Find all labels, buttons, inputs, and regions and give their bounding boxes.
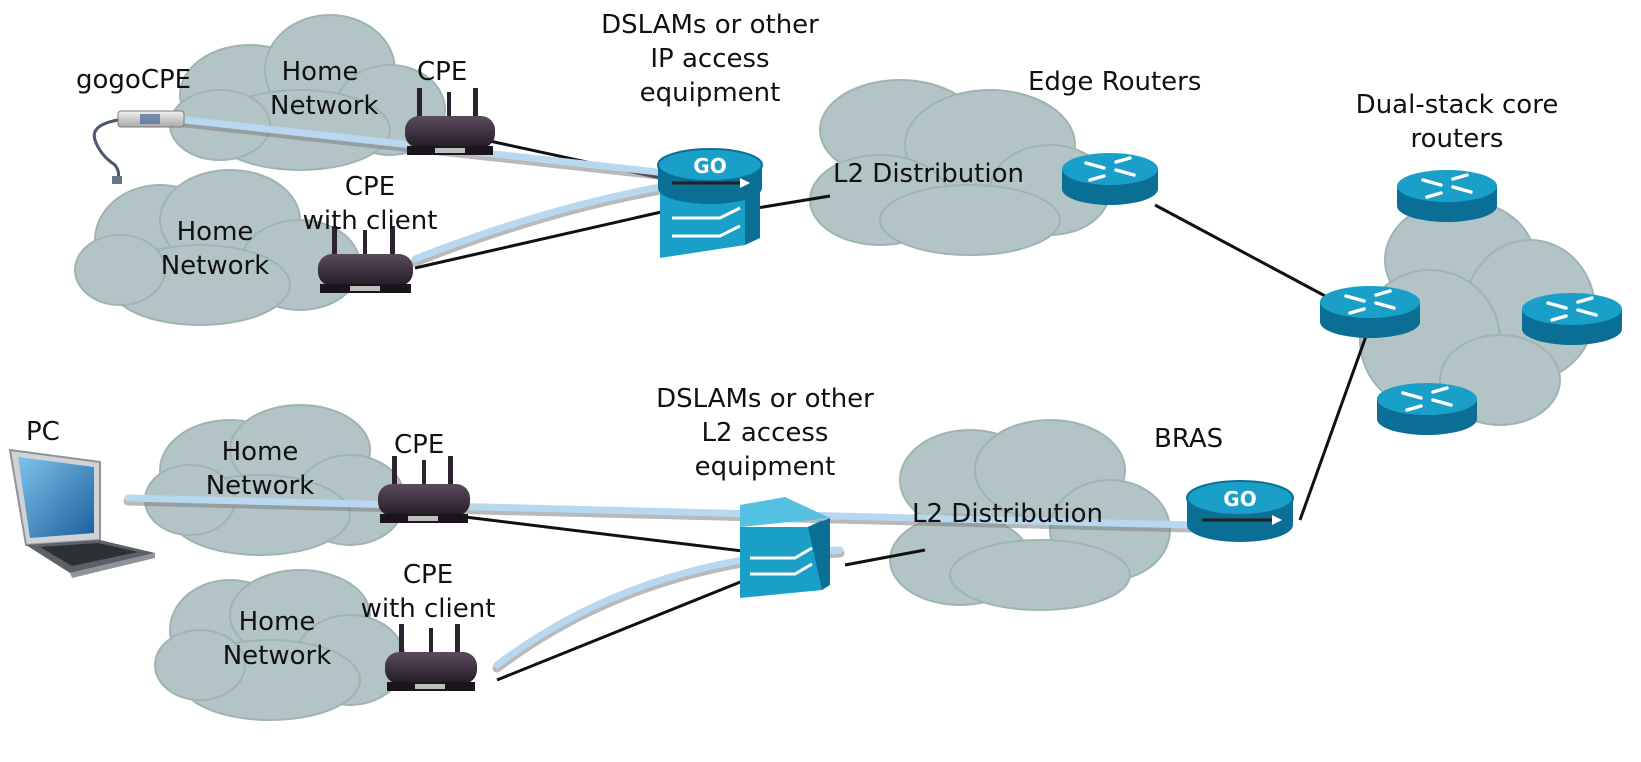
cpe-router-icon <box>378 456 470 523</box>
tunnels <box>123 116 1195 673</box>
home-network-2-label: Home Network <box>160 215 270 283</box>
dslam-l2-access-label: DSLAMs or other L2 access equipment <box>645 382 885 484</box>
home-network-4-label: Home Network <box>222 605 332 673</box>
dual-stack-core-line2: routers <box>1410 124 1504 154</box>
laptop-pc-icon <box>8 448 155 578</box>
home-network-3-label: Home Network <box>205 435 315 503</box>
gateway-go-badge-top: GO <box>693 154 726 178</box>
cpe-with-client-bottom-label: CPE with client <box>358 558 498 626</box>
core-router-icon <box>1320 286 1420 338</box>
home-network-3-line2: Network <box>205 471 315 501</box>
bras-gateway-icon <box>1186 480 1294 542</box>
home-network-2-line1: Home <box>176 217 254 247</box>
core-router-icon <box>1377 383 1477 435</box>
home-network-4-line1: Home <box>238 607 316 637</box>
home-network-4-line2: Network <box>222 641 332 671</box>
l2-distribution-top-label: L2 Distribution <box>833 159 1024 189</box>
dslam-ip-line1: DSLAMs or other <box>601 10 819 40</box>
cpe-label-top: CPE <box>417 57 468 87</box>
cpe-router-icon <box>385 624 477 691</box>
core-router-icon <box>1522 293 1622 345</box>
edge-routers-label: Edge Routers <box>1028 67 1202 97</box>
home-network-2-line2: Network <box>160 251 270 281</box>
cloud-l2-distribution-top <box>809 79 1111 256</box>
cpe-with-client-bottom-line2: with client <box>360 594 496 624</box>
dslam-l2-line3: equipment <box>694 452 836 482</box>
edge-router-icon <box>1062 153 1158 205</box>
cloud-l2-distribution-bottom <box>889 419 1171 611</box>
dslam-l2-line1: DSLAMs or other <box>656 384 874 414</box>
home-network-1-label: Home Network <box>270 55 379 123</box>
dslam-l2-line2: L2 access <box>701 418 829 448</box>
dslam-ip-line3: equipment <box>639 78 781 108</box>
l2-distribution-bottom-label: L2 Distribution <box>912 499 1103 529</box>
cpe-router-icon <box>405 88 495 155</box>
cpe-label-bottom: CPE <box>394 430 445 460</box>
core-router-icon <box>1397 170 1497 222</box>
dual-stack-core-label: Dual-stack core routers <box>1342 88 1572 156</box>
gogocpe-label: gogoCPE <box>76 65 192 95</box>
cpe-with-client-top-line1: CPE <box>344 172 396 202</box>
cloud-home-network-2 <box>74 169 361 326</box>
cpe-router-icon <box>318 226 413 293</box>
cpe-with-client-top-line2: with client <box>302 206 438 236</box>
dslam-ip-access-icon <box>657 148 763 258</box>
cpe-with-client-bottom-line1: CPE <box>402 560 454 590</box>
home-network-1-line1: Home <box>281 57 359 87</box>
cloud-home-network-4 <box>154 569 406 721</box>
usb-dongle-icon <box>92 110 185 184</box>
dslam-ip-line2: IP access <box>650 44 770 74</box>
dual-stack-core-line1: Dual-stack core <box>1355 90 1559 120</box>
gateway-go-badge-bras: GO <box>1223 487 1256 511</box>
cpe-with-client-top-label: CPE with client <box>300 170 440 238</box>
bras-label: BRAS <box>1154 424 1224 454</box>
dslam-l2-access-icon <box>740 497 830 598</box>
home-network-3-line1: Home <box>221 437 299 467</box>
pc-label: PC <box>26 417 60 447</box>
dslam-ip-access-label: DSLAMs or other IP access equipment <box>590 8 830 110</box>
home-network-1-line2: Network <box>270 91 379 121</box>
cloud-home-network-3 <box>144 404 406 556</box>
